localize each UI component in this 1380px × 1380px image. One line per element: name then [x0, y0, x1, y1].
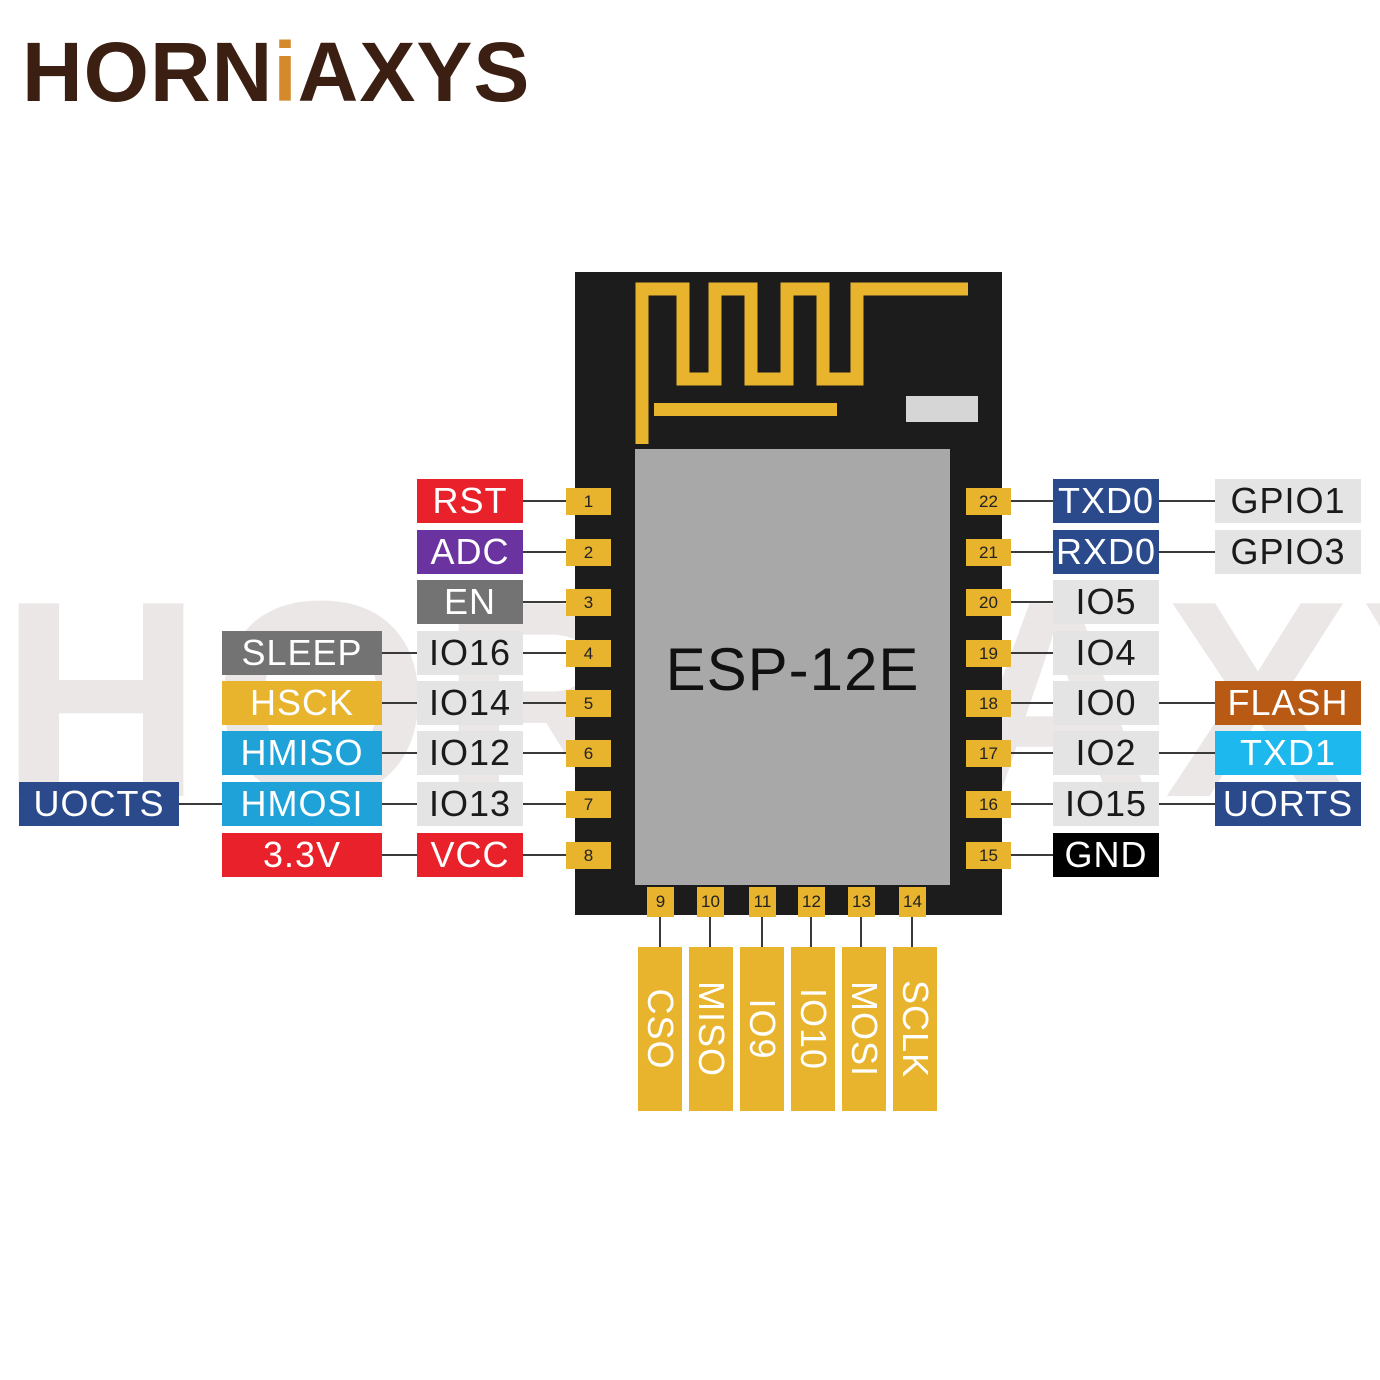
pin-number: 19: [966, 640, 1011, 667]
pin-label: IO13: [417, 782, 523, 826]
pin-label-vertical: MOSI: [842, 947, 886, 1111]
pin-number: 18: [966, 690, 1011, 717]
pin-number: 1: [566, 488, 611, 515]
pin-number: 6: [566, 740, 611, 767]
pin-number: 21: [966, 539, 1011, 566]
pin-label-text: MISO: [691, 980, 732, 1078]
pin-label: VCC: [417, 833, 523, 877]
brand-name-accent: i: [273, 25, 298, 119]
pin-label: ADC: [417, 530, 523, 574]
pin-alt-label: HMOSI: [222, 782, 382, 826]
module-name: ESP-12E: [665, 636, 920, 703]
pin-label-text: SCLK: [895, 979, 936, 1079]
pin-label: RXD0: [1053, 530, 1159, 574]
pin-label: EN: [417, 580, 523, 624]
pin-alt-label: TXD1: [1215, 731, 1361, 775]
pin-alt-label: HSCK: [222, 681, 382, 725]
pin-label-text: IO9: [742, 998, 783, 1060]
pin-label-vertical: CSO: [638, 947, 682, 1111]
pin-label: IO5: [1053, 580, 1159, 624]
brand-logo: HORNiAXYS: [22, 30, 530, 114]
pin-alt-label: GPIO1: [1215, 479, 1361, 523]
pin-label: IO15: [1053, 782, 1159, 826]
led-pad: [906, 396, 978, 422]
pin-alt-label: SLEEP: [222, 631, 382, 675]
pin-label: GND: [1053, 833, 1159, 877]
pin-label-text: IO10: [793, 987, 834, 1071]
brand-name-part1: HORN: [22, 25, 274, 119]
pin-label-text: MOSI: [844, 980, 885, 1078]
pin-number: 2: [566, 539, 611, 566]
pin-number: 4: [566, 640, 611, 667]
pin-alt-label: HMISO: [222, 731, 382, 775]
pin-number: 14: [899, 887, 926, 917]
pin-label: TXD0: [1053, 479, 1159, 523]
pin-number: 20: [966, 589, 1011, 616]
pin-number: 7: [566, 791, 611, 818]
pin-alt-label: FLASH: [1215, 681, 1361, 725]
pin-alt-label: GPIO3: [1215, 530, 1361, 574]
pin-number: 5: [566, 690, 611, 717]
pin-number: 11: [749, 887, 776, 917]
antenna-trace: [635, 282, 968, 444]
pin-number: 12: [798, 887, 825, 917]
pin-label: IO12: [417, 731, 523, 775]
pin-number: 10: [697, 887, 724, 917]
pin-label-vertical: IO9: [740, 947, 784, 1111]
pin-number: 13: [848, 887, 875, 917]
pin-alt-label: 3.3V: [222, 833, 382, 877]
brand-name-part2: AXYS: [297, 25, 531, 119]
pin-number: 17: [966, 740, 1011, 767]
pin-number: 8: [566, 842, 611, 869]
pin-number: 9: [647, 887, 674, 917]
pin-number: 15: [966, 842, 1011, 869]
pin-number: 16: [966, 791, 1011, 818]
pin-label-text: CSO: [640, 988, 681, 1070]
pin-label: IO14: [417, 681, 523, 725]
pin-label-vertical: IO10: [791, 947, 835, 1111]
pin-label: IO0: [1053, 681, 1159, 725]
pin-label: RST: [417, 479, 523, 523]
pin-label-vertical: SCLK: [893, 947, 937, 1111]
pin-alt-label: UORTS: [1215, 782, 1361, 826]
pin-number: 22: [966, 488, 1011, 515]
pin-label: IO16: [417, 631, 523, 675]
pin-label: IO2: [1053, 731, 1159, 775]
pin-label-vertical: MISO: [689, 947, 733, 1111]
pin-label: IO4: [1053, 631, 1159, 675]
pin-number: 3: [566, 589, 611, 616]
pin-alt2-label: UOCTS: [19, 782, 179, 826]
shield-can: [635, 449, 950, 885]
